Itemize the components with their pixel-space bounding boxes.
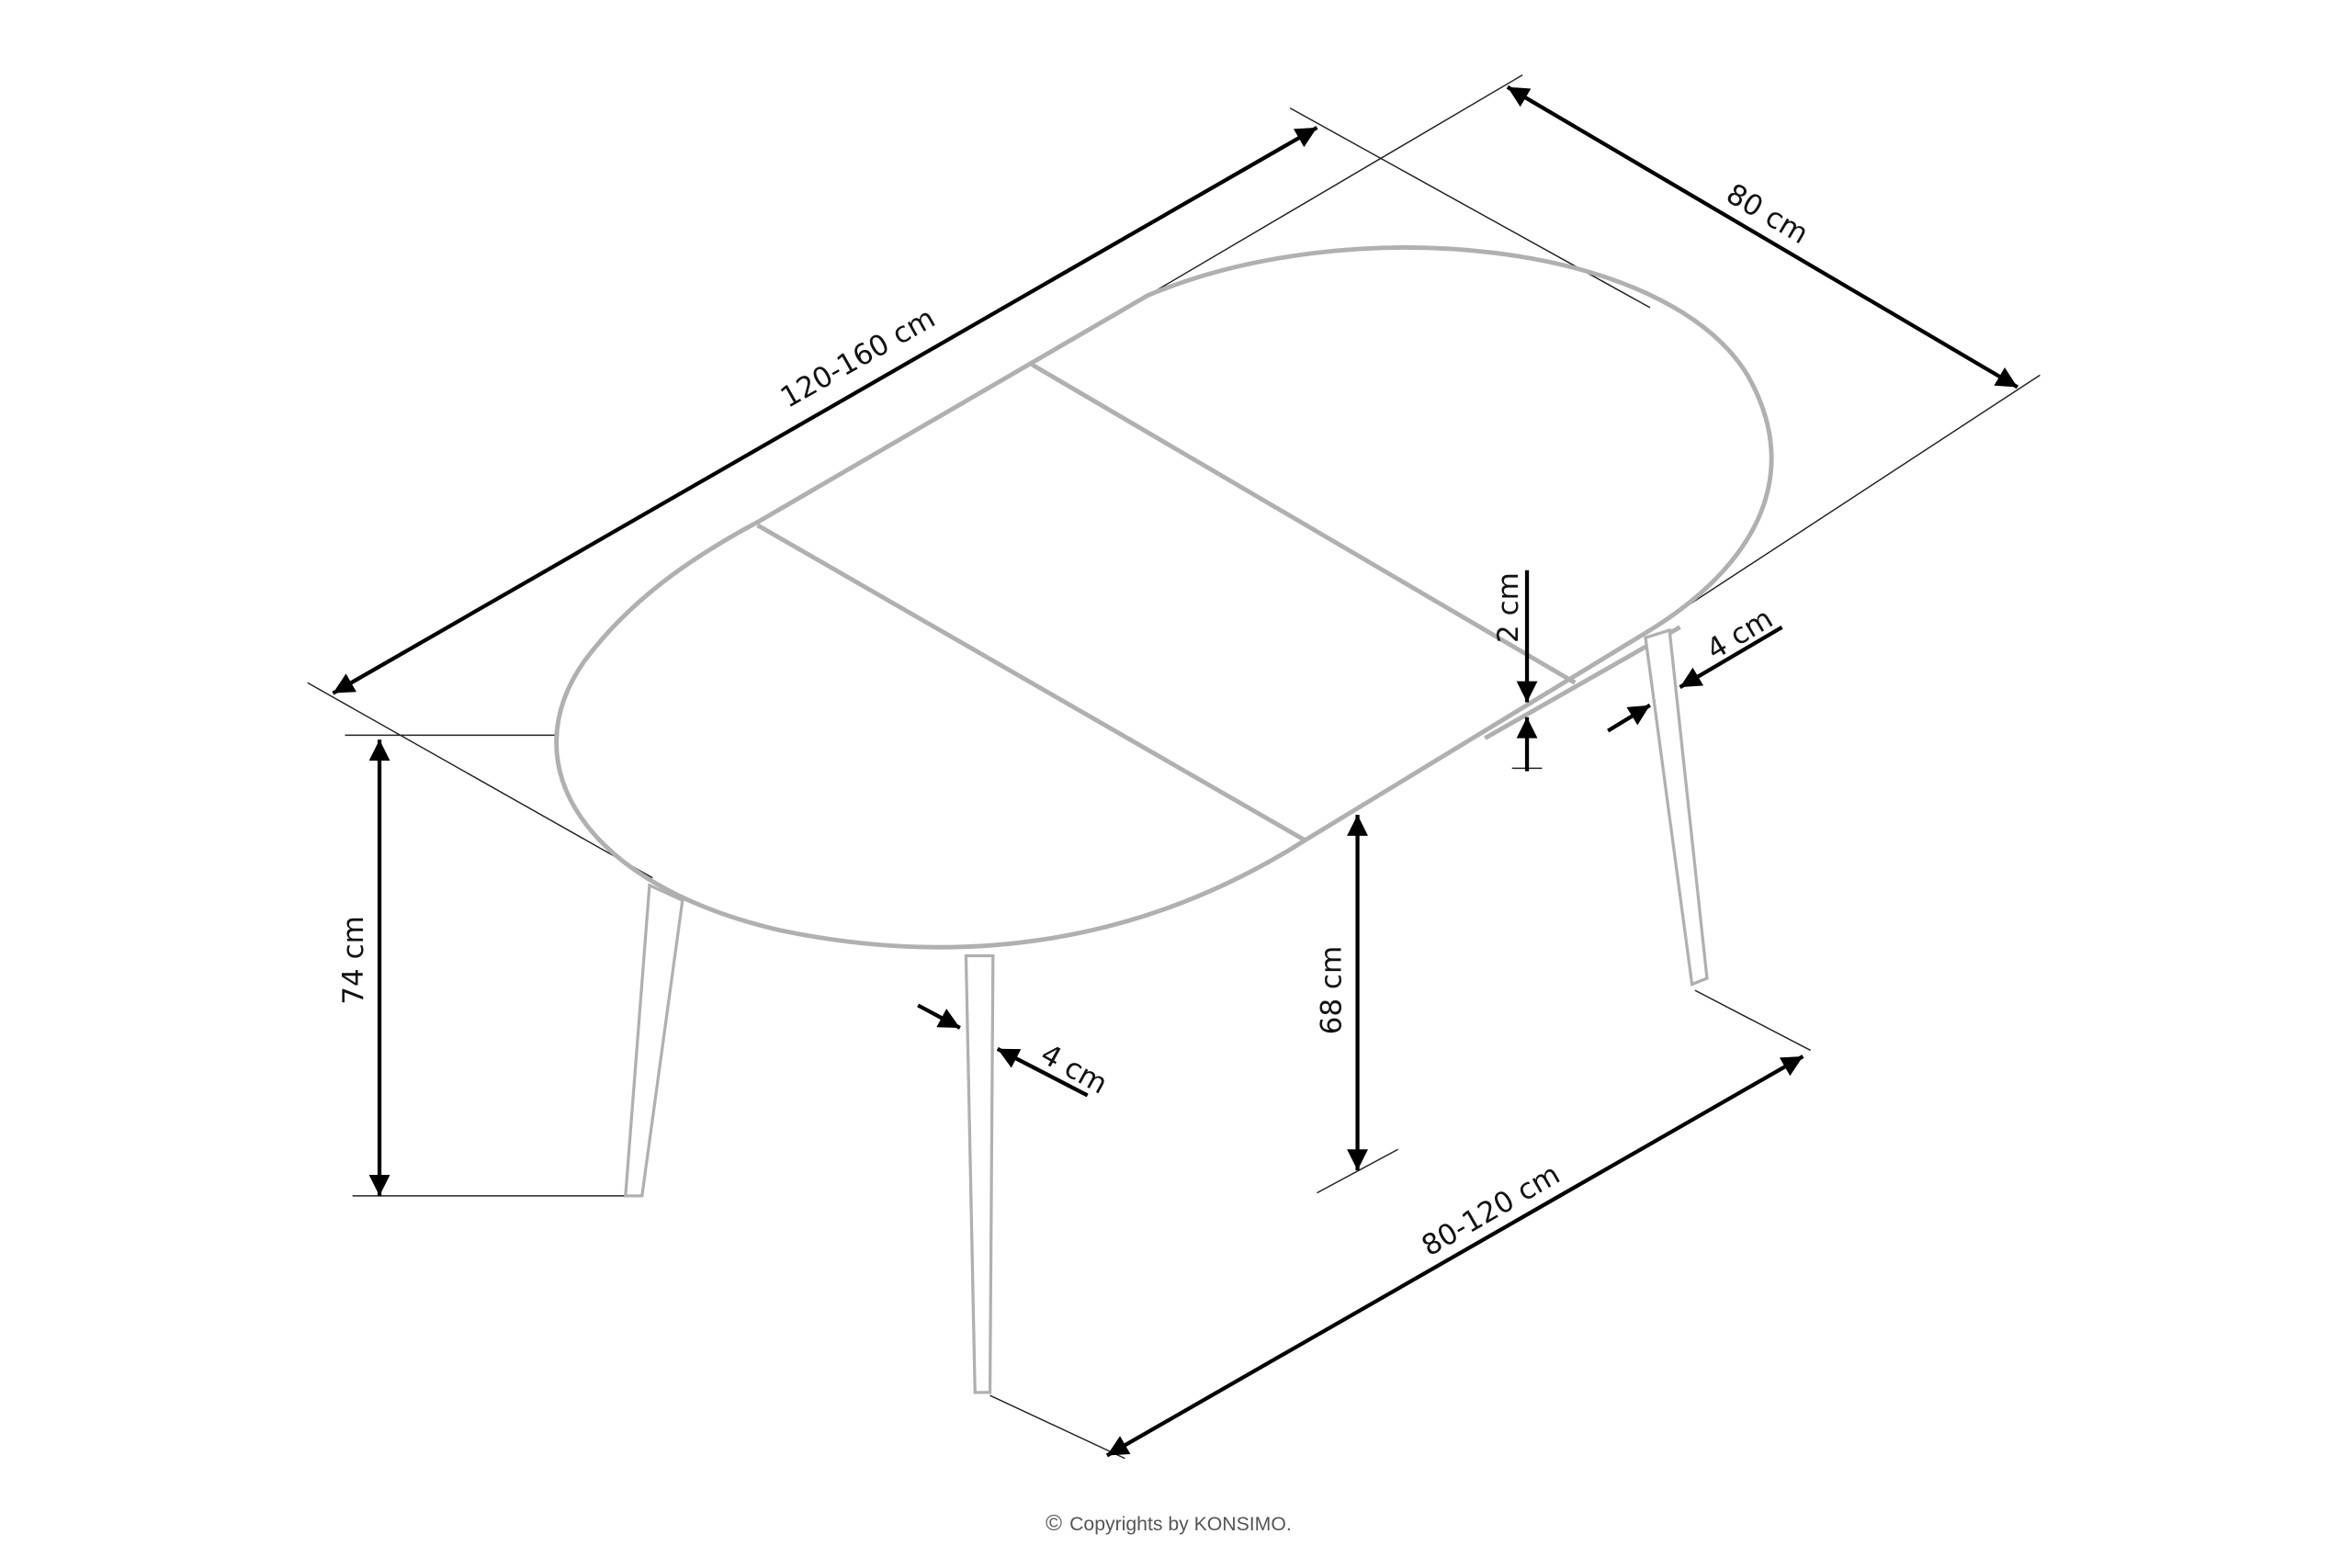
extension-leaf-seam xyxy=(756,523,1306,842)
copyright: © Copyrights by KONSIMO. xyxy=(1046,1511,1292,1536)
table-leg xyxy=(964,953,995,1394)
table-drawing xyxy=(554,245,1774,1394)
leg-width-front-label: 4 cm xyxy=(1035,1038,1114,1101)
leg-width-right-label: 4 cm xyxy=(1701,602,1778,666)
top-thickness-label: 2 cm xyxy=(1492,572,1525,643)
table-top xyxy=(554,245,1774,950)
copyright-text: Copyrights by KONSIMO. xyxy=(1069,1514,1292,1535)
copyright-icon: © xyxy=(1046,1511,1062,1536)
table-leg xyxy=(1644,627,1709,987)
table-leg xyxy=(624,883,684,1198)
clearance-height-label: 68 cm xyxy=(1316,946,1349,1035)
leg-span-label: 80-120 cm xyxy=(1416,1157,1566,1263)
dimension-arrows xyxy=(332,85,2018,1458)
total-height-label: 74 cm xyxy=(337,916,370,1005)
